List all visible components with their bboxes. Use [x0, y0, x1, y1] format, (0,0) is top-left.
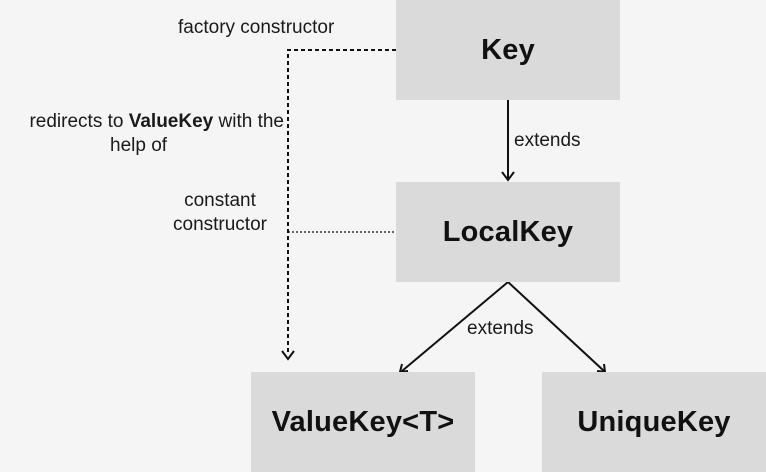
annotation-redirects: redirects to ValueKey with the — [0, 110, 284, 134]
redirects-suffix: with the — [213, 111, 285, 132]
annotation-constant-line2: constructor — [173, 214, 267, 235]
annotation-redirects-line2: help of — [110, 135, 168, 156]
redirects-prefix: redirects to — [29, 111, 129, 132]
node-unique-key-label: UniqueKey — [577, 405, 731, 438]
annotation-constant-line1: constant — [184, 190, 256, 211]
factory-redirect-line — [287, 49, 396, 352]
annotation-redirects-line1: redirects to ValueKey with the — [0, 110, 284, 134]
edge-key-localkey-arrowhead — [501, 171, 515, 182]
node-local-key-label: LocalKey — [442, 215, 574, 248]
node-key: Key — [396, 0, 620, 100]
annotation-constant-constructor: constant constructor — [160, 189, 280, 237]
node-key-label: Key — [481, 33, 535, 66]
node-value-key: ValueKey<T> — [251, 372, 475, 472]
redirects-target: ValueKey — [128, 111, 214, 132]
node-unique-key: UniqueKey — [542, 372, 766, 472]
annotation-factory-constructor: factory constructor — [178, 17, 335, 38]
edge-localkey-valuekey — [401, 281, 509, 372]
factory-redirect-arrowhead — [281, 350, 295, 361]
node-value-key-label: ValueKey<T> — [271, 405, 455, 438]
edge-label-localkey-children: extends — [467, 318, 534, 339]
edge-label-key-localkey: extends — [514, 130, 581, 151]
node-local-key: LocalKey — [396, 182, 620, 282]
edge-localkey-uniquekey — [507, 281, 605, 372]
